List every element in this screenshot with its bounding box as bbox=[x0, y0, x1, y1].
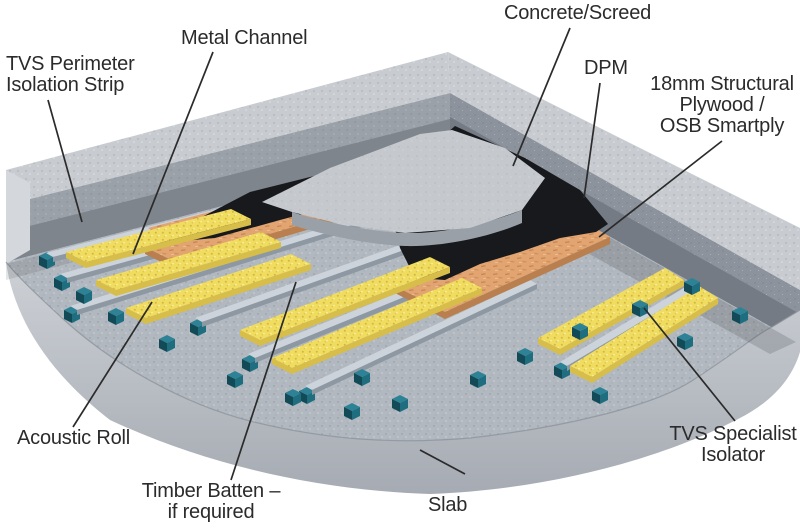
left-wall-end-cap bbox=[6, 170, 30, 264]
label-tvs-specialist-isolator: TVS Specialist Isolator bbox=[669, 423, 797, 466]
acoustic-roll-top bbox=[66, 209, 251, 262]
leader-timber-batten bbox=[230, 281, 297, 481]
acoustic-roll-strip bbox=[240, 257, 450, 346]
acoustic-roll-strip bbox=[96, 232, 281, 296]
metal-channel-rail bbox=[305, 280, 537, 395]
screed-top-surface bbox=[262, 130, 545, 233]
perimeter-isolation-strip-left bbox=[6, 119, 450, 262]
acoustic-roll-edge bbox=[560, 280, 684, 355]
leader-metal-channel bbox=[132, 51, 214, 255]
acoustic-roll-strip bbox=[66, 209, 251, 268]
acoustic-roll-edge bbox=[260, 267, 450, 346]
acoustic-roll-edge bbox=[272, 358, 292, 374]
leader-concrete-screed bbox=[512, 27, 571, 167]
acoustic-roll-edge bbox=[570, 366, 592, 383]
acoustic-roll-edge bbox=[66, 252, 86, 268]
acoustic-roll-edge bbox=[592, 298, 718, 383]
acoustic-roll-edge bbox=[96, 280, 116, 296]
leader-isolator bbox=[643, 307, 736, 422]
metal-channel-top bbox=[305, 280, 537, 390]
slab-front-face bbox=[6, 262, 800, 494]
label-concrete-screed: Concrete/Screed bbox=[504, 2, 652, 24]
label-structural-plywood: 18mm Structural Plywood / OSB Smartply bbox=[650, 73, 794, 137]
label-slab: Slab bbox=[428, 494, 468, 516]
acoustic-roll-edge bbox=[240, 330, 260, 346]
label-timber-batten: Timber Batten – if required bbox=[141, 480, 281, 523]
acoustic-roll-top bbox=[126, 254, 311, 318]
left-wall-top-face bbox=[6, 52, 450, 205]
leader-perimeter-strip bbox=[47, 99, 83, 223]
metal-channel-top bbox=[560, 283, 699, 366]
label-acoustic-roll: Acoustic Roll bbox=[17, 427, 130, 449]
acoustic-roll-top bbox=[240, 257, 450, 340]
acoustic-roll-strip bbox=[570, 286, 718, 383]
leader-dpm bbox=[583, 82, 601, 199]
metal-channel-side bbox=[312, 284, 537, 395]
label-metal-channel: Metal Channel bbox=[181, 27, 308, 49]
acoustic-roll-edge bbox=[116, 242, 281, 296]
acoustic-roll-edge bbox=[86, 219, 251, 268]
acoustic-roll-top bbox=[570, 286, 718, 377]
leader-acoustic-roll bbox=[72, 301, 153, 428]
slab-edge-line bbox=[5, 261, 800, 442]
label-tvs-perimeter-isolation-strip: TVS Perimeter Isolation Strip bbox=[6, 53, 135, 96]
acoustic-roll-edge bbox=[292, 288, 482, 374]
screed-front-face bbox=[292, 210, 522, 247]
acoustic-roll-top bbox=[96, 232, 281, 290]
acoustic-roll-edge bbox=[538, 338, 560, 355]
acoustic-roll-top bbox=[272, 278, 482, 368]
acoustic-roll-edge bbox=[146, 264, 311, 324]
leader-slab bbox=[419, 449, 466, 475]
osb-panel-edge bbox=[445, 237, 610, 319]
leader-plywood bbox=[598, 140, 723, 238]
label-dpm: DPM bbox=[584, 57, 628, 79]
acoustic-roll-strip bbox=[272, 278, 482, 374]
